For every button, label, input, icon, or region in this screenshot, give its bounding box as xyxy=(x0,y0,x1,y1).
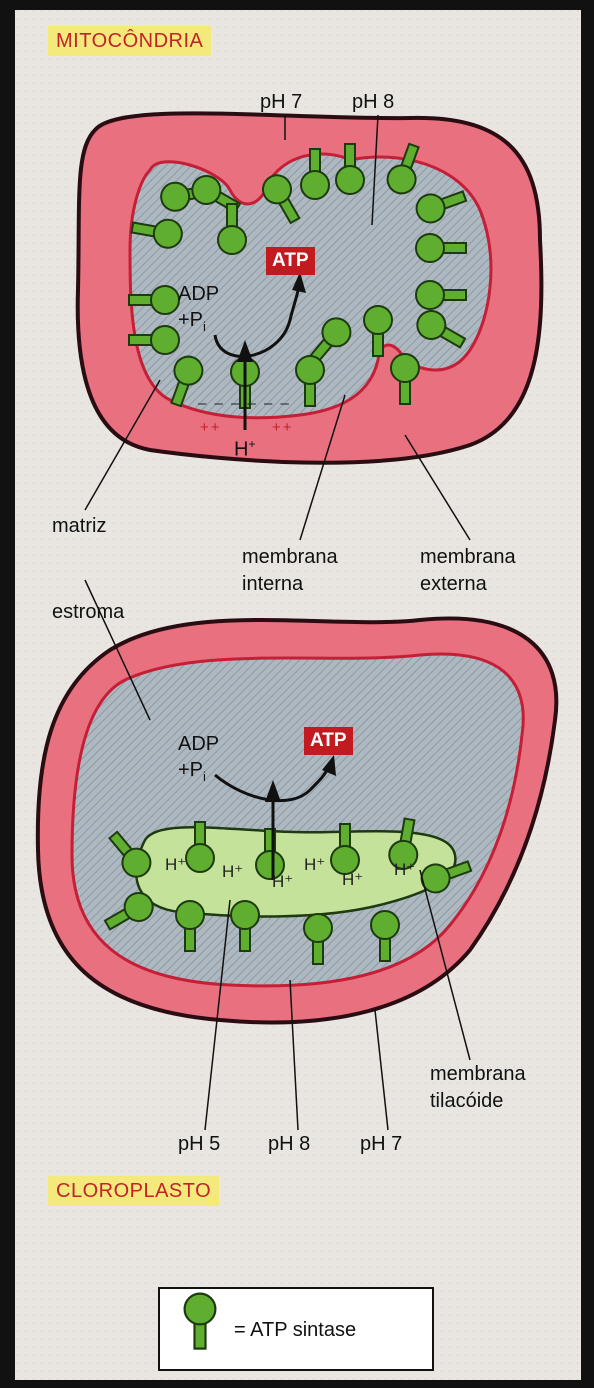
chloro-pi-label: +Pi xyxy=(178,758,206,789)
outer-membrane-label-2: externa xyxy=(420,572,487,596)
chloro-ph-5: pH 5 xyxy=(178,1132,220,1156)
chloro-ph-8: pH 8 xyxy=(268,1132,310,1156)
thylakoid-proton-5: H⁺ xyxy=(342,870,363,890)
inner-membrane-label-1: membrana xyxy=(242,545,338,569)
mito-ph-right: pH 8 xyxy=(352,90,394,114)
mito-ph-left: pH 7 xyxy=(260,90,302,114)
chloro-adp-label: ADP xyxy=(178,732,219,756)
chloro-ph-7: pH 7 xyxy=(360,1132,402,1156)
mitochondria-title: MITOCÔNDRIA xyxy=(48,26,211,56)
inner-membrane-label-2: interna xyxy=(242,572,303,596)
mito-minus-signs: – – – – – – xyxy=(198,396,291,412)
thylakoid-proton-2: H⁺ xyxy=(222,862,243,882)
thylakoid-proton-3: H⁺ xyxy=(272,872,293,892)
stroma-label: estroma xyxy=(52,600,124,624)
thylakoid-membrane-label-2: tilacóide xyxy=(430,1089,503,1113)
mito-adp-label: ADP xyxy=(178,282,219,306)
mito-pi-label: +Pi xyxy=(178,308,206,339)
mito-plus-right: ++ xyxy=(272,420,294,436)
thylakoid-proton-6: H⁺ xyxy=(394,860,415,880)
chloroplast-title: CLOROPLASTO xyxy=(48,1176,219,1206)
outer-membrane-label-1: membrana xyxy=(420,545,516,569)
thylakoid-membrane-label-1: membrana xyxy=(430,1062,526,1086)
matrix-label: matriz xyxy=(52,514,106,538)
mito-plus-left: ++ xyxy=(200,420,222,436)
thylakoid-proton-4: H⁺ xyxy=(304,855,325,875)
legend-text: = ATP sintase xyxy=(234,1318,356,1342)
thylakoid-proton-1: H⁺ xyxy=(165,855,186,875)
mito-atp-label: ATP xyxy=(266,247,315,275)
mito-proton-label: H+ xyxy=(234,432,255,462)
chloro-atp-label: ATP xyxy=(304,727,353,755)
